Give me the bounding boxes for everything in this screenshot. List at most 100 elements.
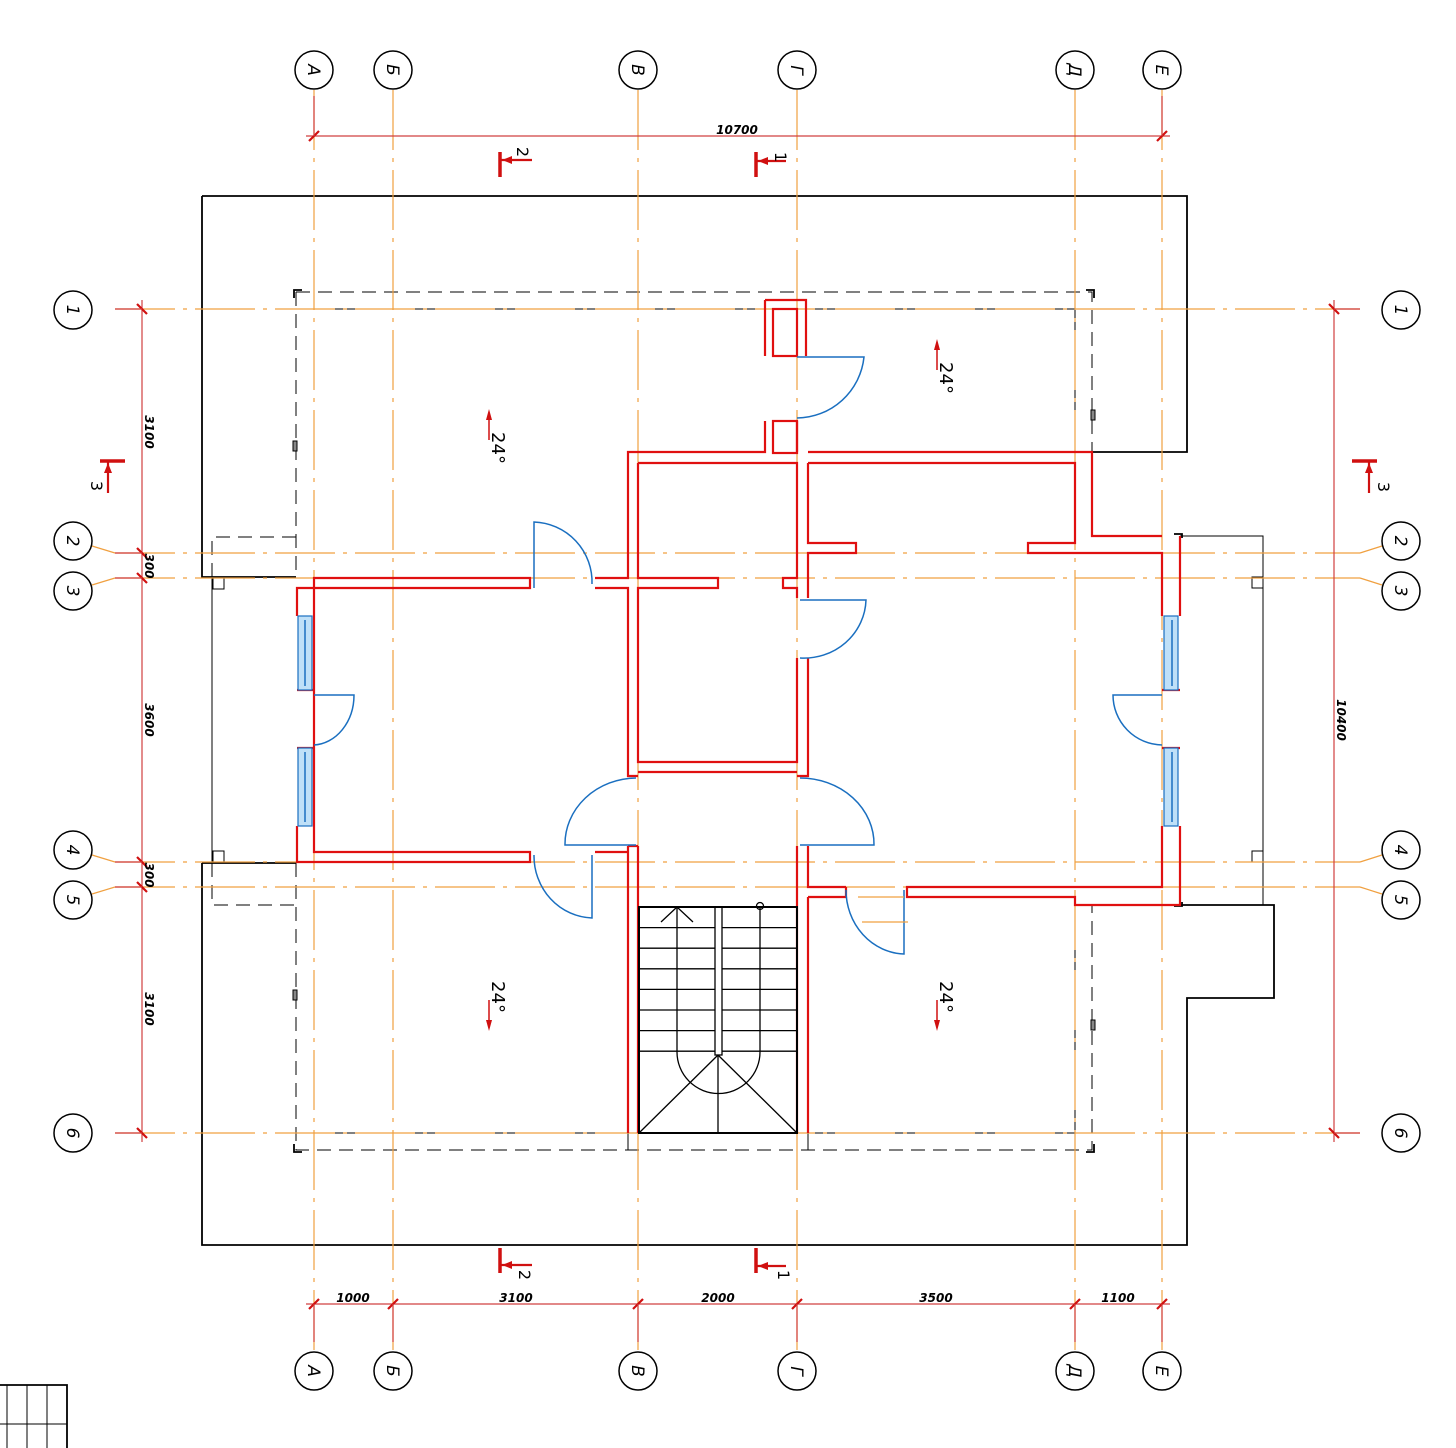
door-swing [796, 356, 865, 419]
axis-label: Г [786, 1366, 806, 1377]
section-marker-2-bottom: 2 [498, 1248, 534, 1280]
axis-bubble: В [618, 1351, 658, 1391]
section-marker-3-left: 3 [87, 459, 125, 493]
axis-bubble: Д [1055, 50, 1095, 90]
roof-slope-se: 24° [934, 981, 956, 1031]
window-right-1 [1163, 615, 1179, 691]
axis-bubble: 6 [53, 1113, 93, 1153]
axis-label: А [303, 63, 323, 76]
grid-axes [91, 90, 1383, 1350]
slope-label: 24° [935, 362, 956, 394]
walls [295, 298, 1182, 1133]
svg-text:1: 1 [774, 1270, 793, 1280]
axis-bubble: Е [1142, 50, 1182, 90]
dim-bottom-4: 3500 [919, 1291, 952, 1305]
door-swing [1112, 694, 1163, 746]
dim-overall-depth: 10400 [1334, 699, 1348, 741]
dim-left-5: 3100 [142, 992, 156, 1025]
slope-label: 24° [487, 432, 508, 464]
axis-label: 5 [1390, 895, 1410, 906]
svg-text:2: 2 [515, 1270, 534, 1280]
roof-slope-nw: 24° [486, 409, 508, 464]
axis-bubble: Г [777, 1351, 817, 1391]
axis-bubble: А [294, 1351, 334, 1391]
axis-label: Е [1151, 65, 1171, 76]
axis-label: Е [1151, 1366, 1171, 1377]
roof-outline [201, 195, 1275, 1246]
dim-overall-width: 10700 [716, 123, 758, 137]
axis-label: Г [786, 65, 806, 76]
slope-label: 24° [935, 981, 956, 1013]
axis-bubble: 4 [53, 830, 93, 870]
axis-label: 4 [62, 845, 82, 856]
axis-label: 3 [62, 586, 82, 597]
roof-slope-sw: 24° [486, 981, 508, 1031]
windows [297, 615, 1179, 827]
axis-label: 2 [1390, 536, 1410, 547]
svg-text:3: 3 [87, 481, 106, 491]
dim-left-1: 3100 [142, 415, 156, 448]
axis-bubble: Е [1142, 1351, 1182, 1391]
axis-label: Д [1064, 62, 1084, 76]
axis-label: 3 [1390, 586, 1410, 597]
axis-bubbles-left: 1 2 3 4 5 6 [53, 290, 93, 1153]
roof-slope-ne: 24° [934, 339, 956, 394]
svg-text:1: 1 [771, 152, 790, 162]
axis-label: 6 [1390, 1128, 1410, 1139]
door-swing [564, 777, 637, 846]
section-marker-1-bottom: 1 [754, 1248, 793, 1280]
door-swing [313, 694, 355, 746]
door-swing [799, 777, 875, 846]
section-marker-2-top: 2 [498, 147, 532, 177]
axis-bubble: 5 [1381, 880, 1421, 920]
dim-bottom-5: 1100 [1101, 1291, 1134, 1305]
axis-label: 5 [62, 895, 82, 906]
dim-left-3: 3600 [142, 703, 156, 736]
door-swing [845, 889, 905, 955]
stair-up-arrow [660, 906, 694, 923]
axis-label: Б [382, 1365, 402, 1377]
slope-label: 24° [487, 981, 508, 1013]
axis-bubble: Д [1055, 1351, 1095, 1391]
axis-label: 1 [62, 305, 82, 316]
dim-bottom-3: 2000 [701, 1291, 734, 1305]
axis-bubble: В [618, 50, 658, 90]
svg-text:3: 3 [1374, 482, 1393, 492]
section-marker-3-right: 3 [1352, 459, 1393, 493]
axis-label: А [303, 1364, 323, 1377]
axis-bubble: 1 [53, 290, 93, 330]
dimension-lines [115, 96, 1360, 1342]
axis-bubble: 4 [1381, 830, 1421, 870]
axis-bubble: 1 [1381, 290, 1421, 330]
axis-label: Б [382, 64, 402, 76]
doors [313, 356, 1163, 955]
axis-label: Д [1064, 1363, 1084, 1377]
title-block-fragment [0, 1384, 68, 1448]
axis-bubble: 5 [53, 880, 93, 920]
dim-bottom-1: 1000 [336, 1291, 369, 1305]
axis-bubble: 3 [53, 571, 93, 611]
axis-bubbles-top: А Б В Г Д Е [294, 50, 1182, 90]
axis-bubble: Г [777, 50, 817, 90]
axis-bubble: 3 [1381, 571, 1421, 611]
axis-label: В [627, 1365, 647, 1377]
svg-text:2: 2 [513, 147, 532, 157]
axis-label: 2 [62, 536, 82, 547]
door-swing [799, 599, 867, 659]
dim-left-2: 300 [142, 553, 156, 578]
axis-bubble: 6 [1381, 1113, 1421, 1153]
window-right-2 [1163, 747, 1179, 827]
staircase [638, 901, 798, 1134]
dim-left-4: 300 [142, 862, 156, 887]
axis-bubble: Б [373, 50, 413, 90]
section-marker-1-top: 1 [754, 152, 790, 177]
axis-bubbles-bottom: А Б В Г Д Е [294, 1351, 1182, 1391]
axis-label: 1 [1390, 305, 1410, 316]
dim-bottom-2: 3100 [499, 1291, 532, 1305]
axis-bubble: Б [373, 1351, 413, 1391]
axis-label: 6 [62, 1128, 82, 1139]
door-swing [533, 521, 593, 588]
axis-bubble: А [294, 50, 334, 90]
axis-bubble: 2 [1381, 521, 1421, 561]
